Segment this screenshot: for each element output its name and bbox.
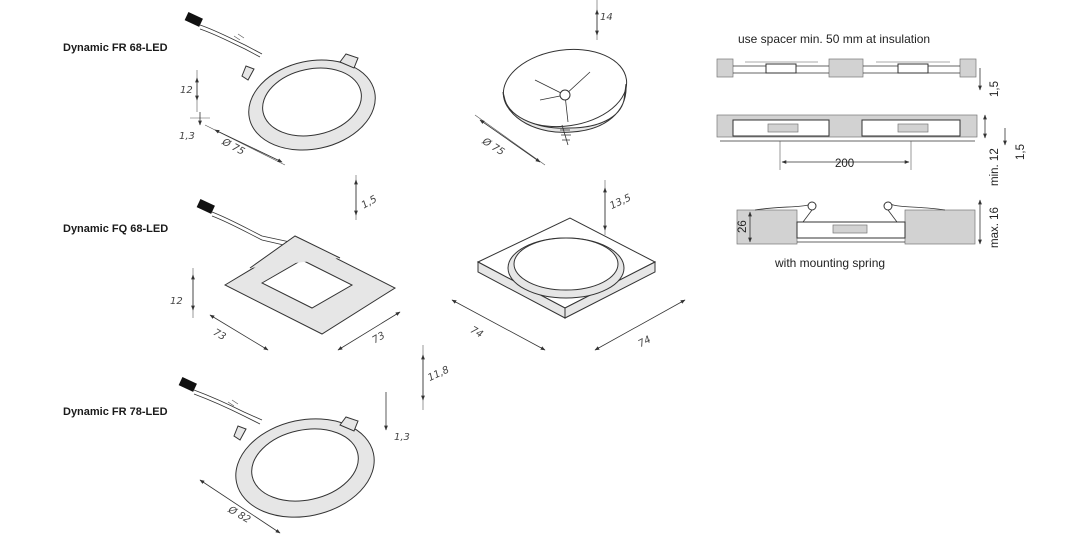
spring-caption: with mounting spring <box>774 256 885 270</box>
product-label-fr78: Dynamic FR 78-LED <box>63 406 168 418</box>
product-label-fr68: Dynamic FR 68-LED <box>63 42 168 54</box>
installation-section-spring: 26 max. 16 with mounting spring <box>736 199 1001 270</box>
fr78-light-drawing: 11,8 1,3 Ø 82 <box>178 345 451 534</box>
dim-fq68-width-b: 73 <box>371 330 388 346</box>
dim-min-12: min. 12 <box>989 148 1001 186</box>
fr68-housing-drawing: 14 Ø 75 <box>474 0 628 166</box>
dim-fq68-height: 12 <box>170 296 183 307</box>
dim-26: 26 <box>737 220 749 233</box>
product-label-fq68: Dynamic FQ 68-LED <box>63 223 168 235</box>
fq68-light-drawing: 1,5 12 73 73 <box>170 175 401 351</box>
installation-section-spacer: use spacer min. 50 mm at insulation 1,5 <box>716 32 1001 97</box>
installation-section-ceiling: 200 min. 12 1,5 <box>716 114 1027 186</box>
dim-fr68-rim: 1,3 <box>179 131 195 142</box>
dim-max-16: max. 16 <box>989 207 1001 248</box>
fq68-housing-drawing: 13,5 74 74 <box>451 180 686 351</box>
dim-fr68-housing-height: 14 <box>600 12 613 23</box>
dim-fq68-width-a: 73 <box>211 327 228 343</box>
dim-fr68-housing-diameter: Ø 75 <box>479 135 506 158</box>
spacer-title: use spacer min. 50 mm at insulation <box>738 32 930 46</box>
dim-1-5-top: 1,5 <box>989 81 1001 97</box>
fr68-light-drawing: 12 1,3 Ø 75 <box>179 11 376 166</box>
dim-fq68-rim: 1,5 <box>360 194 379 211</box>
dim-fr68-height: 12 <box>180 85 193 96</box>
dim-fq68-housing-height: 13,5 <box>608 193 633 212</box>
dim-fq68-housing-a: 74 <box>468 325 485 341</box>
dim-fr78-rim: 1,3 <box>394 432 410 443</box>
dim-fr78-height: 11,8 <box>426 365 451 384</box>
dim-1-5-right: 1,5 <box>1015 144 1027 160</box>
dim-fr78-diameter: Ø 82 <box>225 503 252 526</box>
dim-200: 200 <box>835 158 854 170</box>
dim-fq68-housing-b: 74 <box>637 334 653 350</box>
